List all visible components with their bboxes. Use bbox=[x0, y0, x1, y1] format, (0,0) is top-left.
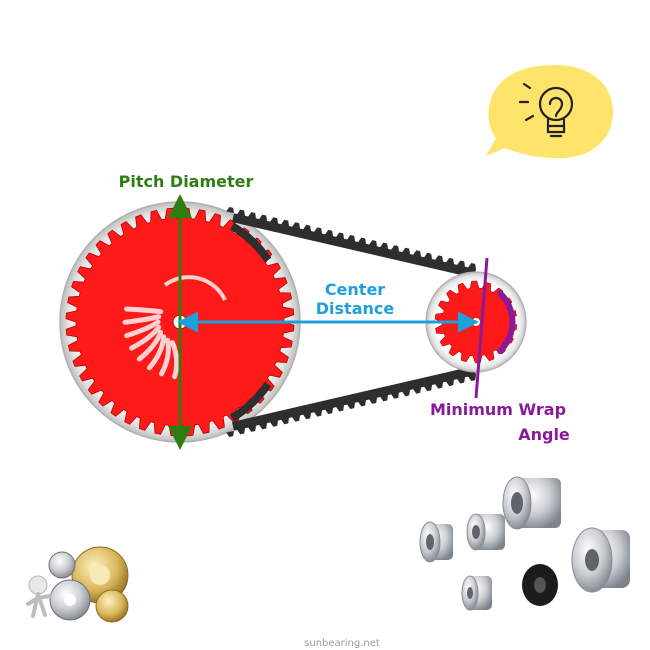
belt-upper-span bbox=[226, 207, 477, 278]
speech-bubble-icon bbox=[486, 65, 614, 159]
small-pulley-hub bbox=[472, 318, 480, 326]
idea-bubble bbox=[486, 65, 614, 159]
pulley-photo-small bbox=[461, 575, 492, 611]
spoke-highlight bbox=[147, 334, 167, 371]
center-distance-label-line2: Distance bbox=[316, 299, 395, 318]
center-distance-label-line1: Center bbox=[325, 280, 385, 299]
spoke-highlight bbox=[122, 314, 162, 325]
pulley-photo-black bbox=[522, 564, 558, 606]
timing-pulleys-photo bbox=[419, 476, 630, 611]
spoke-highlight bbox=[124, 319, 161, 339]
spoke-highlight bbox=[124, 306, 164, 315]
spoke-highlight bbox=[129, 324, 162, 351]
wrap-angle-label-line1: Minimum Wrap bbox=[430, 400, 566, 419]
wrap-angle-label-line2: Angle bbox=[518, 425, 570, 444]
belt-lower-span bbox=[226, 366, 477, 437]
pulley-photo-large bbox=[502, 476, 561, 530]
pitch-diameter-label: Pitch Diameter bbox=[119, 172, 254, 191]
spoke-highlight bbox=[136, 329, 164, 362]
belt-big-wrap bbox=[229, 222, 272, 422]
wrap-angle-indicator bbox=[474, 257, 516, 399]
watermark: sunbearing.net bbox=[304, 638, 380, 649]
gears-figure-icon bbox=[26, 546, 129, 623]
pulley-photo-left bbox=[419, 521, 453, 563]
pulley-photo-right bbox=[571, 527, 630, 593]
pulley-photo-medium bbox=[466, 513, 505, 551]
lightbulb-icon bbox=[518, 82, 574, 138]
